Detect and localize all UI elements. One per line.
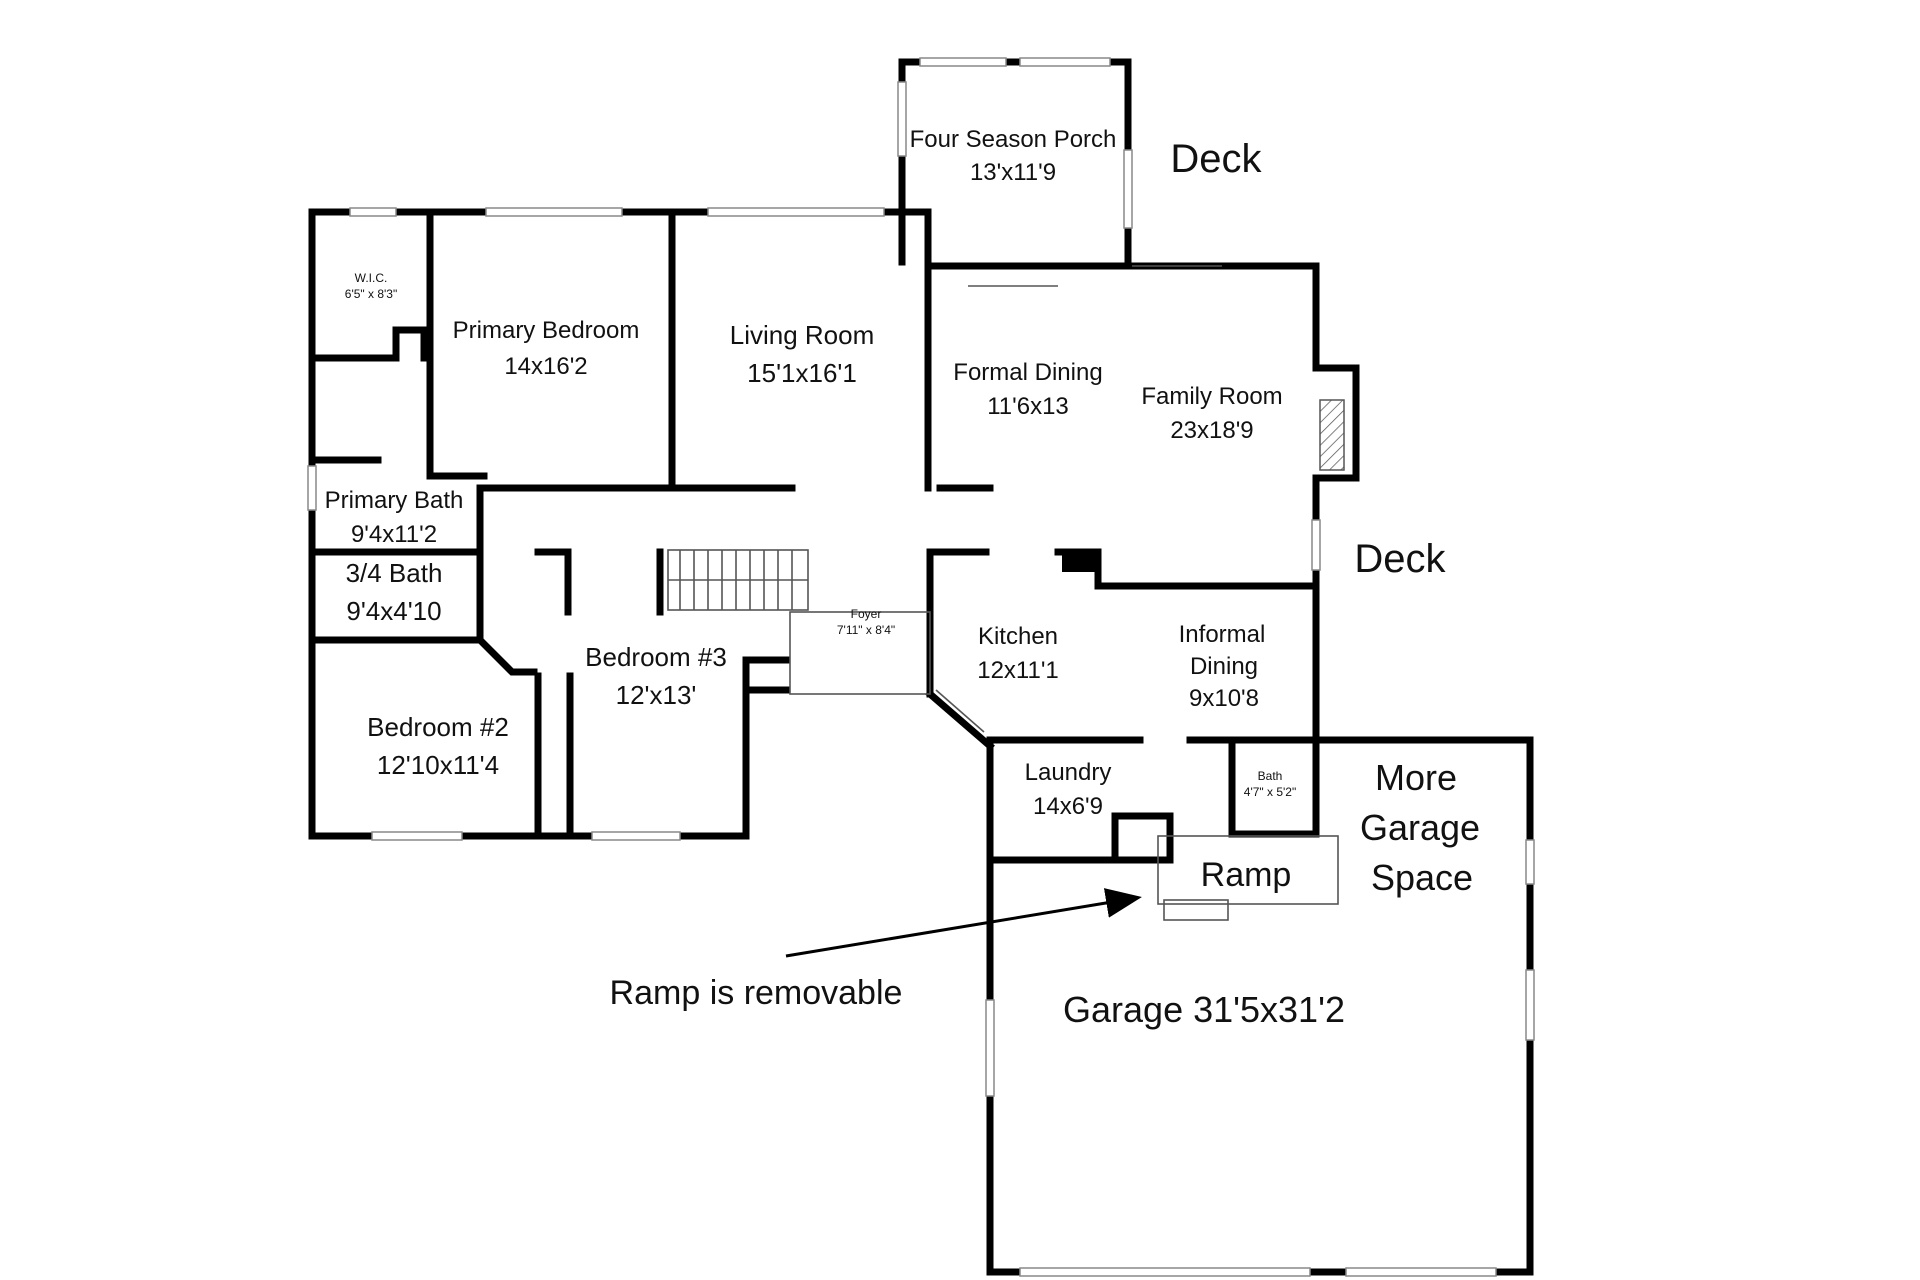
three-quarter-bath-name: 3/4 Bath: [346, 558, 443, 588]
family-room-name: Family Room: [1141, 383, 1282, 410]
fireplace-block: [1062, 550, 1096, 572]
informal-dining-name-line1: Informal: [1179, 621, 1266, 648]
bedroom3-name: Bedroom #3: [585, 642, 727, 672]
foyer-size: 7'11" x 8'4": [837, 623, 895, 637]
bedroom2-name: Bedroom #2: [367, 712, 509, 742]
formal-dining-size: 11'6x13: [987, 393, 1069, 420]
wic-name: W.I.C.: [355, 271, 388, 285]
ramp-name: Ramp: [1201, 856, 1292, 894]
room-labels: Four Season Porch 13'x11'9 W.I.C. 6'5" x…: [325, 126, 1345, 1030]
living-room-size: 15'1x16'1: [747, 358, 857, 388]
deck-right-label: Deck: [1354, 537, 1446, 581]
bedroom3-size: 12'x13': [616, 680, 697, 710]
formal-dining-name: Formal Dining: [953, 359, 1102, 386]
annotations: Deck Deck More Garage Space Ramp is remo…: [610, 137, 1480, 1012]
living-room-name: Living Room: [730, 320, 875, 350]
foyer-name: Foyer: [851, 607, 882, 621]
three-quarter-bath-size: 9'4x4'10: [346, 596, 441, 626]
staircase: [667, 549, 809, 611]
bedroom2-size: 12'10x11'4: [377, 750, 499, 780]
more-garage-line3: Space: [1371, 857, 1473, 898]
deck-top-label: Deck: [1170, 137, 1262, 181]
wic-size: 6'5" x 8'3": [345, 287, 397, 301]
ramp-note: Ramp is removable: [610, 974, 903, 1012]
informal-dining-name-line2: Dining: [1190, 653, 1258, 680]
kitchen-size: 12x11'1: [977, 657, 1059, 684]
bath-name: Bath: [1258, 769, 1283, 783]
garage-name: Garage 31'5x31'2: [1063, 989, 1345, 1030]
primary-bath-size: 9'4x11'2: [351, 521, 437, 548]
primary-bath-name: Primary Bath: [325, 487, 464, 514]
walls: [308, 58, 1534, 1276]
more-garage-line2: Garage: [1360, 807, 1480, 848]
four-season-porch-size: 13'x11'9: [970, 159, 1056, 186]
laundry-size: 14x6'9: [1033, 793, 1103, 820]
kitchen-name: Kitchen: [978, 623, 1058, 650]
primary-bedroom-name: Primary Bedroom: [453, 317, 640, 344]
laundry-name: Laundry: [1025, 759, 1112, 786]
details: [667, 265, 1345, 921]
informal-dining-size: 9x10'8: [1189, 685, 1259, 712]
ramp-arrow: [785, 888, 1142, 958]
four-season-porch-name: Four Season Porch: [910, 126, 1117, 153]
more-garage-line1: More: [1375, 757, 1457, 798]
bath-size: 4'7" x 5'2": [1244, 785, 1296, 799]
family-room-size: 23x18'9: [1170, 417, 1253, 444]
windows: [307, 57, 1535, 1277]
primary-bedroom-size: 14x16'2: [504, 353, 587, 380]
